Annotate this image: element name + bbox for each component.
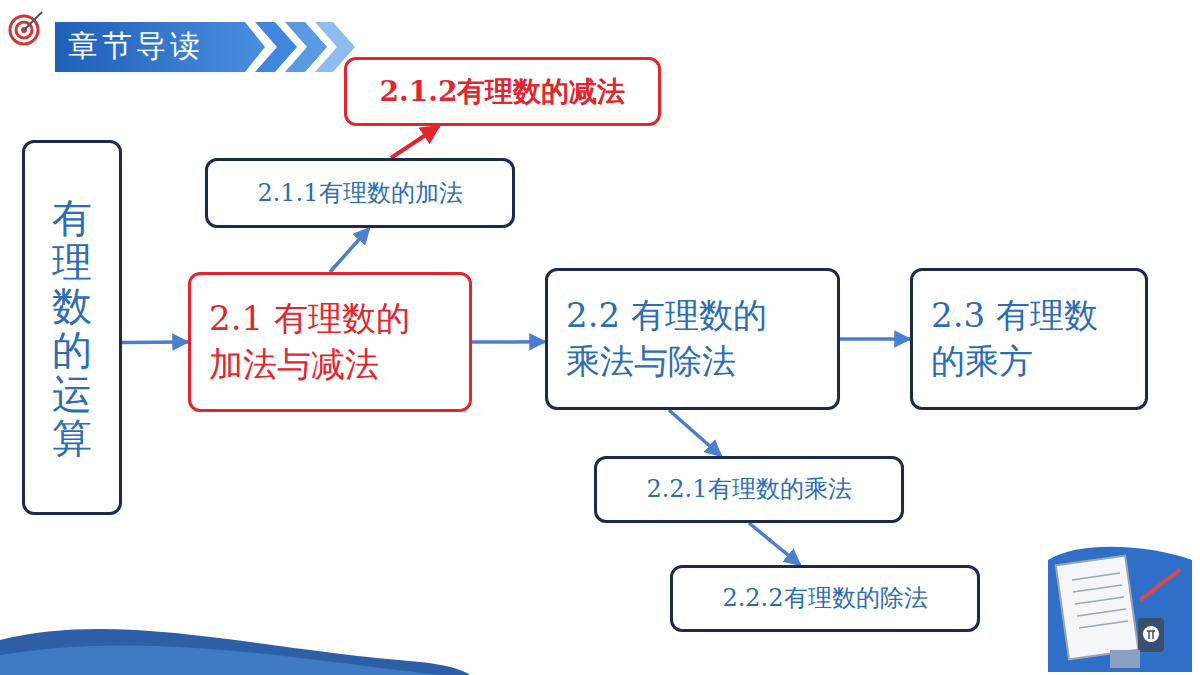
- subsection-box: 2.2.1有理数的乘法: [594, 456, 904, 523]
- banner-chevron: [255, 22, 297, 72]
- pi-badge: [1143, 626, 1159, 642]
- illustration-ground: [1048, 547, 1192, 672]
- wave: [0, 645, 440, 675]
- banner-chevron: [285, 22, 327, 72]
- vertical-title: 有理数的运算: [52, 196, 92, 460]
- target-icon: [10, 12, 42, 44]
- flow-arrow: [840, 337, 910, 341]
- cup: [1138, 618, 1164, 652]
- section-box: 2.2 有理数的 乘法与除法: [545, 268, 840, 410]
- pencil: [1140, 570, 1180, 600]
- flow-arrow: [472, 340, 545, 344]
- notebook: [1056, 556, 1139, 660]
- node-label: 2.1.2有理数的减法: [380, 73, 626, 111]
- section-box: 2.3 有理数 的乘方: [910, 268, 1148, 410]
- flow-arrow: [330, 228, 369, 272]
- math-illustration: [1048, 547, 1192, 672]
- flow-arrow: [669, 410, 721, 456]
- section-box: 2.1 有理数的 加法与减法: [188, 272, 472, 412]
- node-label: 2.2.2有理数的除法: [722, 582, 927, 614]
- calculator: [1110, 650, 1140, 668]
- node-label: 2.2 有理数的 乘法与除法: [566, 293, 819, 385]
- subsection-box: 2.1.1有理数的加法: [205, 158, 515, 228]
- subsection-box: 2.2.2有理数的除法: [670, 565, 980, 632]
- node-label: 2.1 有理数的 加法与减法: [209, 296, 451, 388]
- dart: [24, 12, 42, 30]
- flow-arrow: [749, 523, 800, 565]
- subsection-box: 2.1.2有理数的减法: [344, 57, 661, 126]
- node-label: 2.1.1有理数的加法: [257, 177, 462, 209]
- node-label: 2.3 有理数 的乘方: [931, 293, 1127, 385]
- banner-shape: [55, 22, 265, 72]
- node-label: 2.2.1有理数的乘法: [646, 473, 851, 505]
- flow-arrow: [122, 340, 188, 344]
- chapter-heading: 章节导读: [68, 24, 204, 68]
- title-banner: [55, 22, 355, 72]
- flow-arrow: [391, 126, 439, 158]
- topic-box: 有理数的运算: [22, 140, 122, 515]
- wave: [0, 629, 470, 675]
